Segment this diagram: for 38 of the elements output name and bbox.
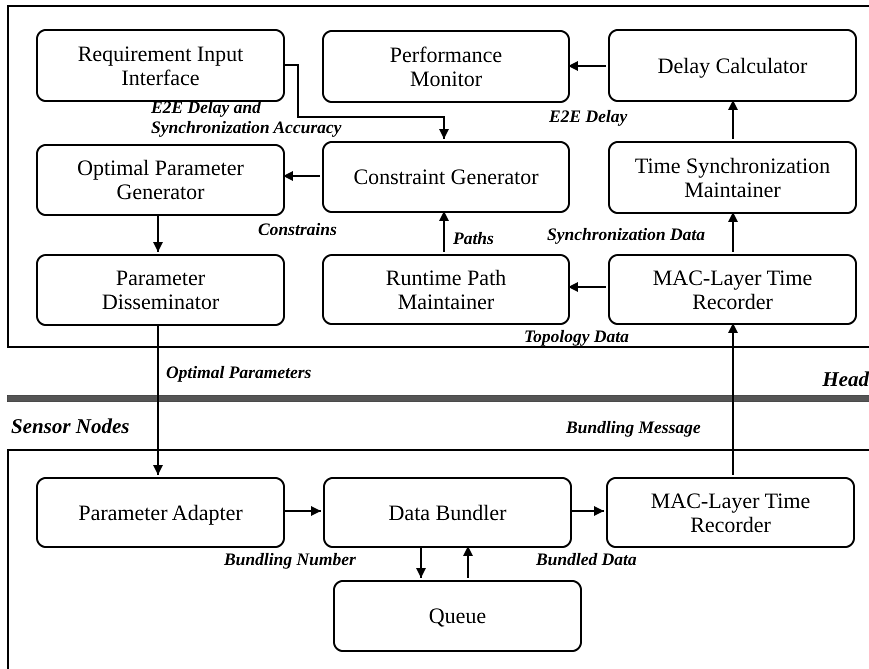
edge-label: Optimal Parameters bbox=[166, 362, 312, 382]
process-box: Optimal Parameter Generator bbox=[36, 144, 285, 216]
edge-label: Bundling Message bbox=[566, 417, 701, 437]
process-box: Queue bbox=[333, 580, 582, 652]
arrow bbox=[416, 546, 426, 578]
arrow bbox=[439, 211, 449, 252]
process-box: Delay Calculator bbox=[608, 29, 857, 102]
arrow bbox=[568, 282, 606, 292]
arrow bbox=[283, 171, 320, 181]
arrow bbox=[728, 100, 738, 139]
arrow bbox=[283, 506, 321, 516]
edge-label: Topology Data bbox=[524, 326, 629, 346]
region-title: Sensor Nodes bbox=[11, 413, 130, 440]
arrow bbox=[728, 212, 738, 252]
edge-label: Bundled Data bbox=[536, 549, 637, 569]
edge-label: Constrains bbox=[258, 219, 337, 239]
arrow bbox=[568, 61, 606, 71]
arrow bbox=[283, 64, 449, 139]
process-box: Runtime Path Maintainer bbox=[322, 254, 570, 325]
process-box: Requirement Input Interface bbox=[36, 29, 285, 102]
edge-label: Synchronization Data bbox=[547, 224, 706, 244]
arrow bbox=[153, 214, 163, 252]
process-box: Parameter Disseminator bbox=[36, 254, 285, 326]
process-box: Performance Monitor bbox=[322, 30, 570, 103]
process-box: MAC-Layer Time Recorder bbox=[608, 254, 857, 325]
edge-label: Paths bbox=[453, 228, 494, 248]
process-box: Data Bundler bbox=[323, 477, 572, 548]
arrow bbox=[728, 323, 738, 475]
process-box: MAC-Layer Time Recorder bbox=[606, 477, 855, 548]
edge-label: Bundling Number bbox=[224, 549, 356, 569]
region-title: Head bbox=[822, 366, 869, 393]
process-box: Parameter Adapter bbox=[36, 477, 285, 548]
process-box: Time Synchronization Maintainer bbox=[608, 141, 857, 214]
arrow bbox=[463, 546, 473, 578]
edge-label: E2E Delay bbox=[549, 106, 628, 126]
arrow bbox=[570, 506, 604, 516]
process-box: Constraint Generator bbox=[322, 141, 570, 213]
arrow bbox=[153, 324, 163, 475]
